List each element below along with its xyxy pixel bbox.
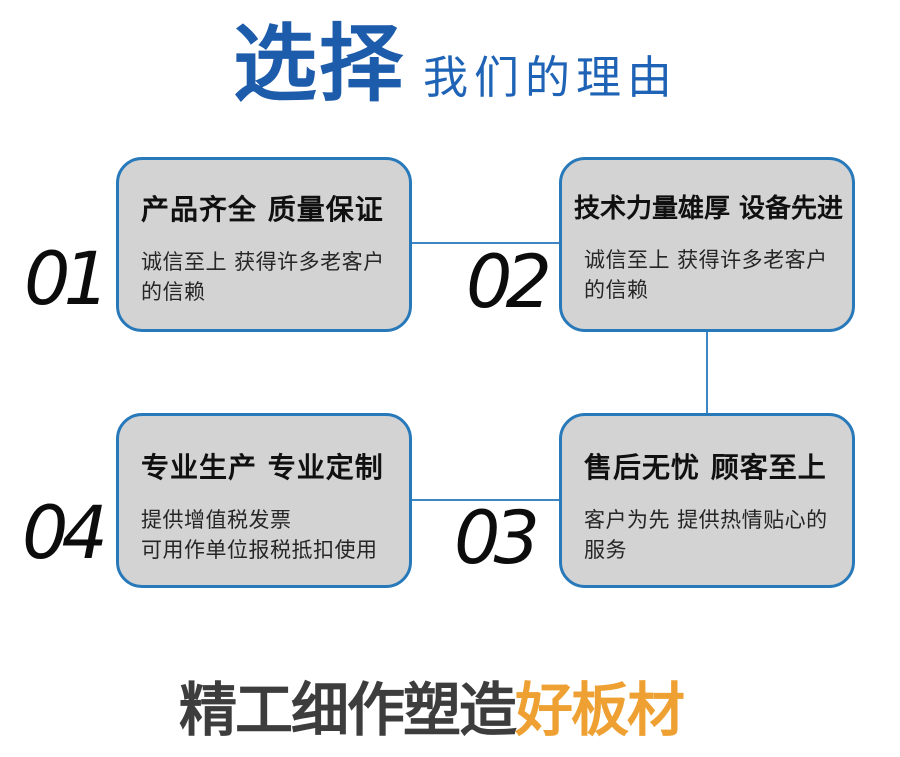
connector-line-02-03 <box>706 331 708 414</box>
footer-slogan-highlight: 好板材 <box>515 676 685 744</box>
step-number-01: 01 <box>24 237 110 322</box>
connector-line-01-02 <box>412 242 559 244</box>
feature-card-01-title: 产品齐全 质量保证 <box>141 193 384 226</box>
feature-card-04: 专业生产 专业定制 提供增值税发票 可用作单位报税抵扣使用 <box>116 413 412 588</box>
page-title-main: 选择 <box>233 15 406 113</box>
feature-card-03-title: 售后无忧 顾客至上 <box>584 451 827 484</box>
feature-card-01: 产品齐全 质量保证 诚信至上 获得许多老客户 的信赖 <box>116 157 412 332</box>
feature-card-04-desc: 提供增值税发票 可用作单位报税抵扣使用 <box>141 508 378 562</box>
page-title-sub: 我们的理由 <box>423 51 679 104</box>
step-number-03: 03 <box>454 496 540 581</box>
page-title: 选择 我们的理由 <box>233 22 678 106</box>
footer-slogan: 精工细作塑造好板材 <box>0 681 862 739</box>
feature-card-01-desc: 诚信至上 获得许多老客户 的信赖 <box>141 250 385 304</box>
feature-card-03: 售后无忧 顾客至上 客户为先 提供热情贴心的 服务 <box>559 413 855 588</box>
footer-slogan-prefix: 精工细作塑造 <box>178 676 517 744</box>
feature-card-03-desc: 客户为先 提供热情贴心的 服务 <box>584 508 828 562</box>
feature-card-04-title: 专业生产 专业定制 <box>141 451 384 484</box>
feature-card-02-desc: 诚信至上 获得许多老客户 的信赖 <box>584 248 828 302</box>
feature-card-02: 技术力量雄厚 设备先进 诚信至上 获得许多老客户 的信赖 <box>559 157 855 332</box>
connector-line-04-03 <box>412 499 559 501</box>
step-number-04: 04 <box>22 491 108 576</box>
step-number-02: 02 <box>466 240 552 325</box>
feature-card-02-title: 技术力量雄厚 设备先进 <box>574 194 844 224</box>
